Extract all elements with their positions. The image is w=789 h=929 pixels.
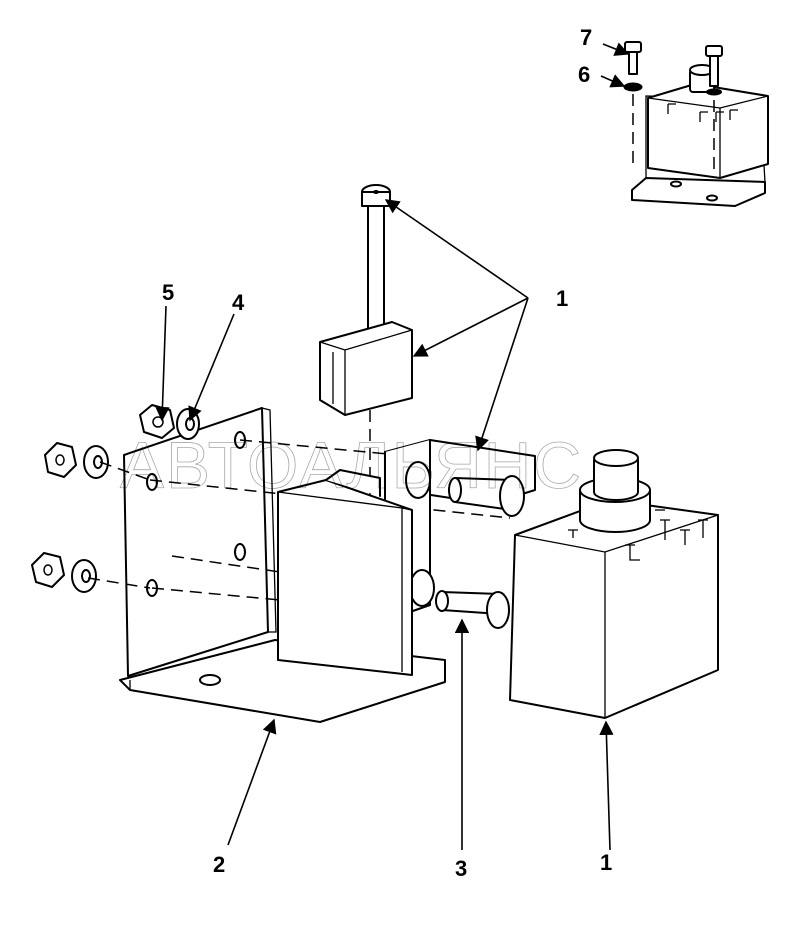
nut-left-lower [31,552,65,588]
sensor-box-part-1 [509,449,719,719]
sensor-upper-part-1 [319,184,413,416]
inset-assembly [623,41,769,207]
callout-5: 5 [162,280,174,305]
callout-2: 2 [213,852,225,877]
leader-lines [155,42,630,851]
callout-4: 4 [232,290,245,315]
nut-left-upper [44,442,77,478]
callout-7: 7 [580,25,592,50]
washer-left-lower [71,559,97,593]
callout-1-top: 1 [556,286,568,311]
inset-bolt-right [705,45,723,87]
washer-left-upper [83,445,109,479]
callout-3: 3 [455,856,467,881]
watermark-text: АВТОАЛЬЯНС [120,428,583,502]
callout-6: 6 [578,62,590,87]
callout-1-bottom: 1 [600,850,612,875]
bolt-part-3 [435,590,510,629]
bolt-upper [448,475,525,517]
front-plate [277,469,413,676]
inset-bolt-7 [624,41,642,75]
inset-washer-6 [623,82,643,92]
